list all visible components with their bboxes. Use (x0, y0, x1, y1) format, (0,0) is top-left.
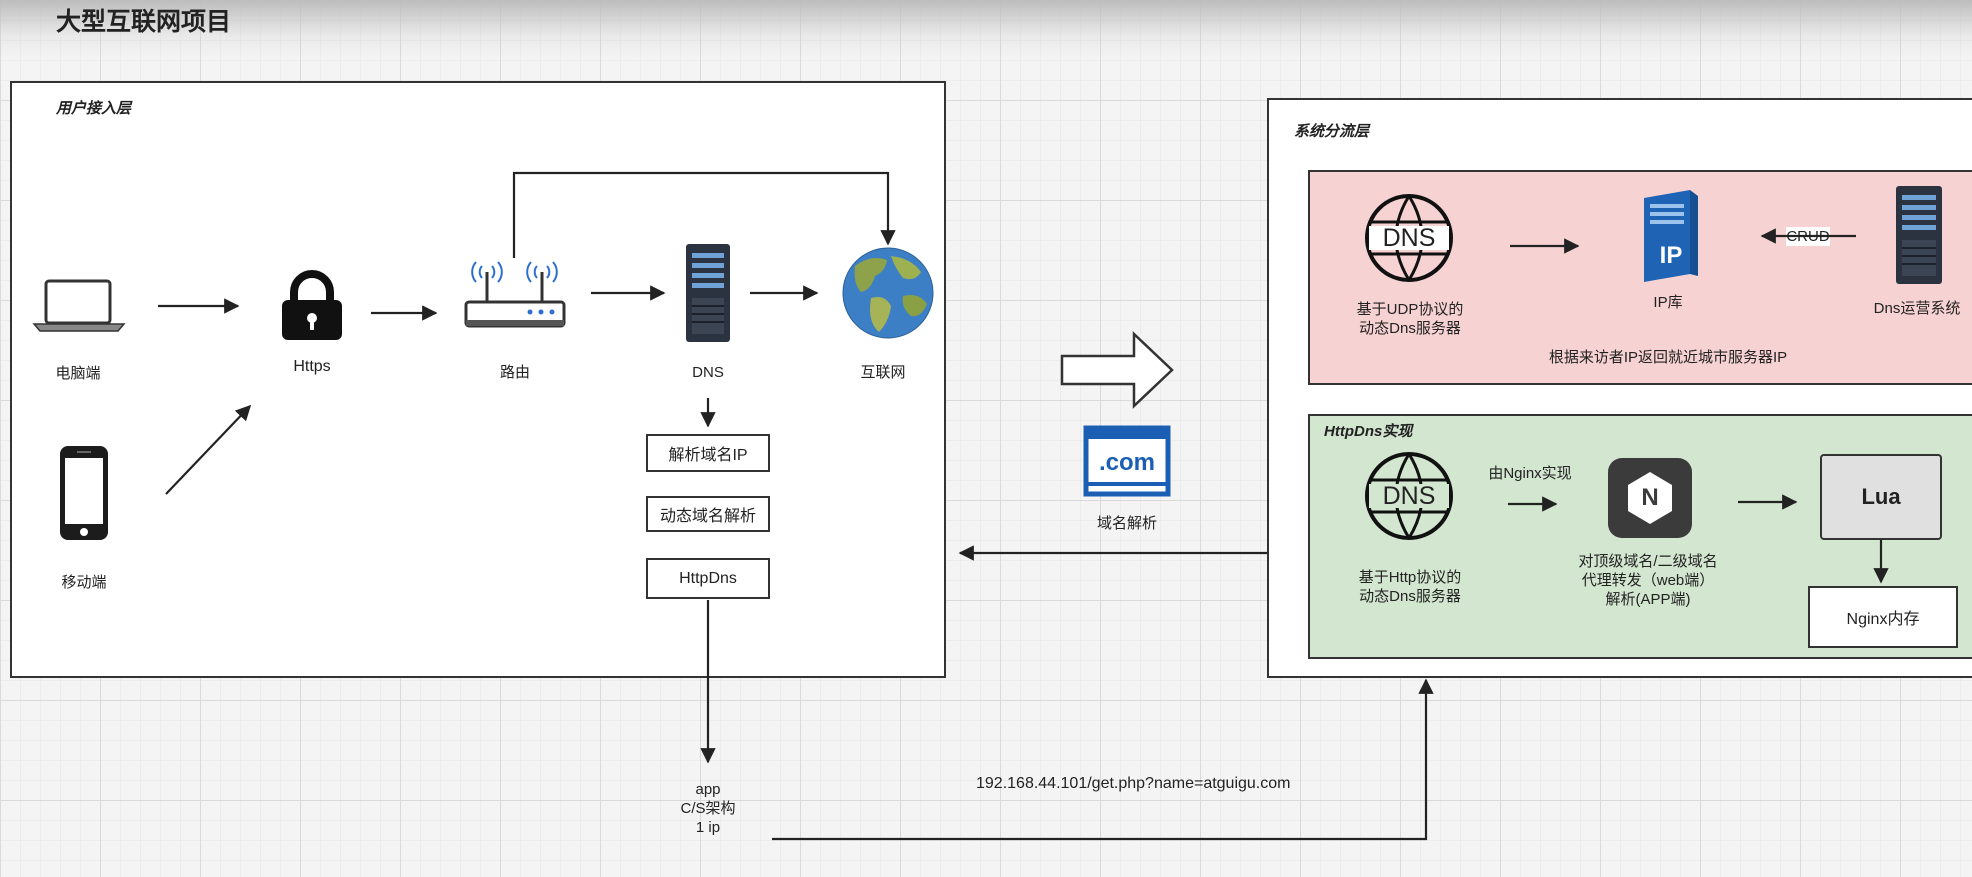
internet-label: 互联网 (860, 364, 906, 381)
mobile-label: 移动端 (61, 574, 107, 591)
https-label: Https (293, 358, 331, 375)
lock-icon (282, 270, 342, 340)
app-line-1: app (695, 781, 721, 798)
nginx-icon-text: N (1641, 484, 1659, 511)
nearest-ip-note: 根据来访者IP返回就近城市服务器IP (1548, 349, 1788, 366)
pc-label: 电脑端 (55, 365, 101, 382)
dns-server-icon (686, 244, 730, 342)
user-access-layer-panel[interactable] (10, 81, 946, 678)
dns-globe-icon-2 (1365, 452, 1453, 540)
dynamic-dns-box[interactable]: 动态域名解析 (646, 496, 770, 532)
ip-server-text: IP (1659, 242, 1683, 269)
dns-label: DNS (692, 364, 724, 381)
ip-server-icon (1644, 190, 1698, 282)
page-title: 大型互联网项目 (56, 8, 232, 36)
udp-dns-line-1: 基于UDP协议的 (1356, 301, 1464, 318)
app-line-2: C/S架构 (680, 800, 736, 817)
httpdns-box[interactable]: HttpDns (646, 558, 770, 599)
router-label: 路由 (499, 364, 530, 381)
dns-globe-text: DNS (1382, 224, 1436, 252)
dot-com-text: .com (1098, 449, 1155, 476)
globe-icon (842, 247, 934, 339)
system-dispatch-layer-title: 系统分流层 (1294, 123, 1370, 140)
dns-globe-icon (1365, 194, 1453, 282)
dot-com-icon (1083, 425, 1171, 497)
http-dns-line-1: 基于Http协议的 (1358, 569, 1462, 586)
ip-lib-label: IP库 (1653, 294, 1683, 311)
dns-globe-text-2: DNS (1382, 482, 1436, 510)
ops-system-label: Dns运营系统 (1873, 300, 1961, 317)
httpdns-section-title: HttpDns实现 (1324, 423, 1413, 440)
udp-dns-server-label: 基于UDP协议的 动态Dns服务器 (1340, 300, 1480, 338)
app-line-3: 1 ip (695, 819, 721, 836)
udp-dns-line-2: 动态Dns服务器 (1359, 320, 1461, 337)
laptop-icon (32, 279, 126, 332)
user-access-layer-title: 用户接入层 (56, 100, 132, 117)
ops-server-icon (1896, 186, 1942, 284)
nginx-desc-line-3: 解析(APP端) (1605, 591, 1691, 608)
nginx-desc-label: 对顶级域名/二级域名 代理转发（web端） 解析(APP端) (1558, 552, 1738, 609)
mobile-phone-icon (60, 446, 108, 540)
nginx-impl-label: 由Nginx实现 (1488, 465, 1572, 482)
top-shade (0, 0, 1972, 60)
domain-resolve-label: 域名解析 (1096, 515, 1157, 532)
router-icon (464, 261, 566, 328)
http-dns-server-label: 基于Http协议的 动态Dns服务器 (1340, 568, 1480, 606)
lua-box[interactable]: Lua (1820, 454, 1942, 540)
resolve-domain-ip-box[interactable]: 解析域名IP (646, 434, 770, 472)
big-right-arrow-icon (1060, 331, 1174, 409)
nginx-memory-box[interactable]: Nginx内存 (1808, 586, 1958, 648)
app-label: app C/S架构 1 ip (660, 780, 756, 837)
nginx-icon (1608, 458, 1692, 538)
http-dns-line-2: 动态Dns服务器 (1359, 588, 1461, 605)
nginx-desc-line-1: 对顶级域名/二级域名 (1578, 553, 1718, 570)
request-url-label: 192.168.44.101/get.php?name=atguigu.com (976, 775, 1291, 792)
nginx-desc-line-2: 代理转发（web端） (1581, 572, 1715, 589)
